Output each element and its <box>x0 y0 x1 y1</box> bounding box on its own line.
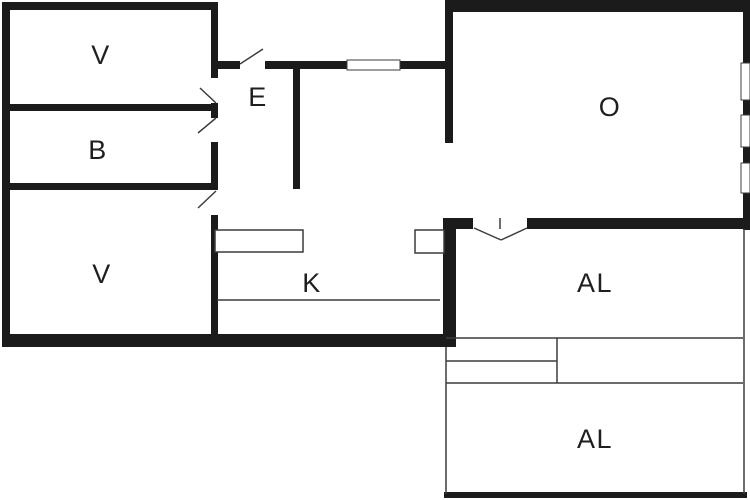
room-k-label: K <box>302 268 322 298</box>
wall-k-right <box>443 218 456 347</box>
room-b-label: B <box>88 135 108 165</box>
wall-left-rooms-right-3 <box>211 142 218 190</box>
door-swing-v-top-icon <box>199 87 217 104</box>
door-swing-entry-icon <box>239 48 264 65</box>
window-corridor-top <box>346 59 401 71</box>
kitchen-counter-left <box>214 229 304 253</box>
wall-al-top-1 <box>443 218 473 229</box>
wall-al-top-2 <box>527 218 747 229</box>
door-swing-v-bottom-icon <box>197 190 217 209</box>
wall-b-bottom <box>2 183 218 190</box>
wall-left-rooms-right-4 <box>211 215 218 334</box>
room-al-lower-label: AL <box>577 424 613 454</box>
room-v-bottom-label: V <box>92 259 112 289</box>
room-v-top-label: V <box>91 40 111 70</box>
wall-left-outer <box>2 2 10 347</box>
wall-o-right-1 <box>743 0 750 63</box>
wall-top-left-section <box>2 2 218 10</box>
room-al-upper-label: AL <box>577 268 613 298</box>
wall-bottom-main <box>2 334 449 347</box>
wall-o-right-4 <box>743 193 750 230</box>
door-swing-al-left-icon <box>473 227 502 241</box>
wall-corridor-top-1 <box>211 61 240 69</box>
wall-corridor-top-3 <box>400 61 453 69</box>
wall-b-top <box>2 104 218 111</box>
door-swing-b-icon <box>197 117 217 134</box>
room-e-label: E <box>248 82 268 112</box>
wall-o-right-3 <box>743 147 750 163</box>
wall-corridor-top-2 <box>265 61 347 69</box>
window-o-right-1 <box>740 62 750 101</box>
window-o-right-3 <box>740 162 750 194</box>
window-o-right-2 <box>740 114 750 148</box>
terrace-bottom-edge <box>444 492 747 498</box>
room-o-label: O <box>599 92 622 122</box>
wall-o-top <box>445 0 750 12</box>
wall-o-left <box>445 0 453 143</box>
kitchen-counter-right <box>414 229 445 254</box>
wall-o-right-2 <box>743 100 750 115</box>
wall-left-rooms-right-2 <box>211 103 218 118</box>
wall-hall-divider <box>293 69 300 189</box>
door-swing-al-right-icon <box>500 227 528 241</box>
wall-left-rooms-right-1 <box>211 2 218 78</box>
